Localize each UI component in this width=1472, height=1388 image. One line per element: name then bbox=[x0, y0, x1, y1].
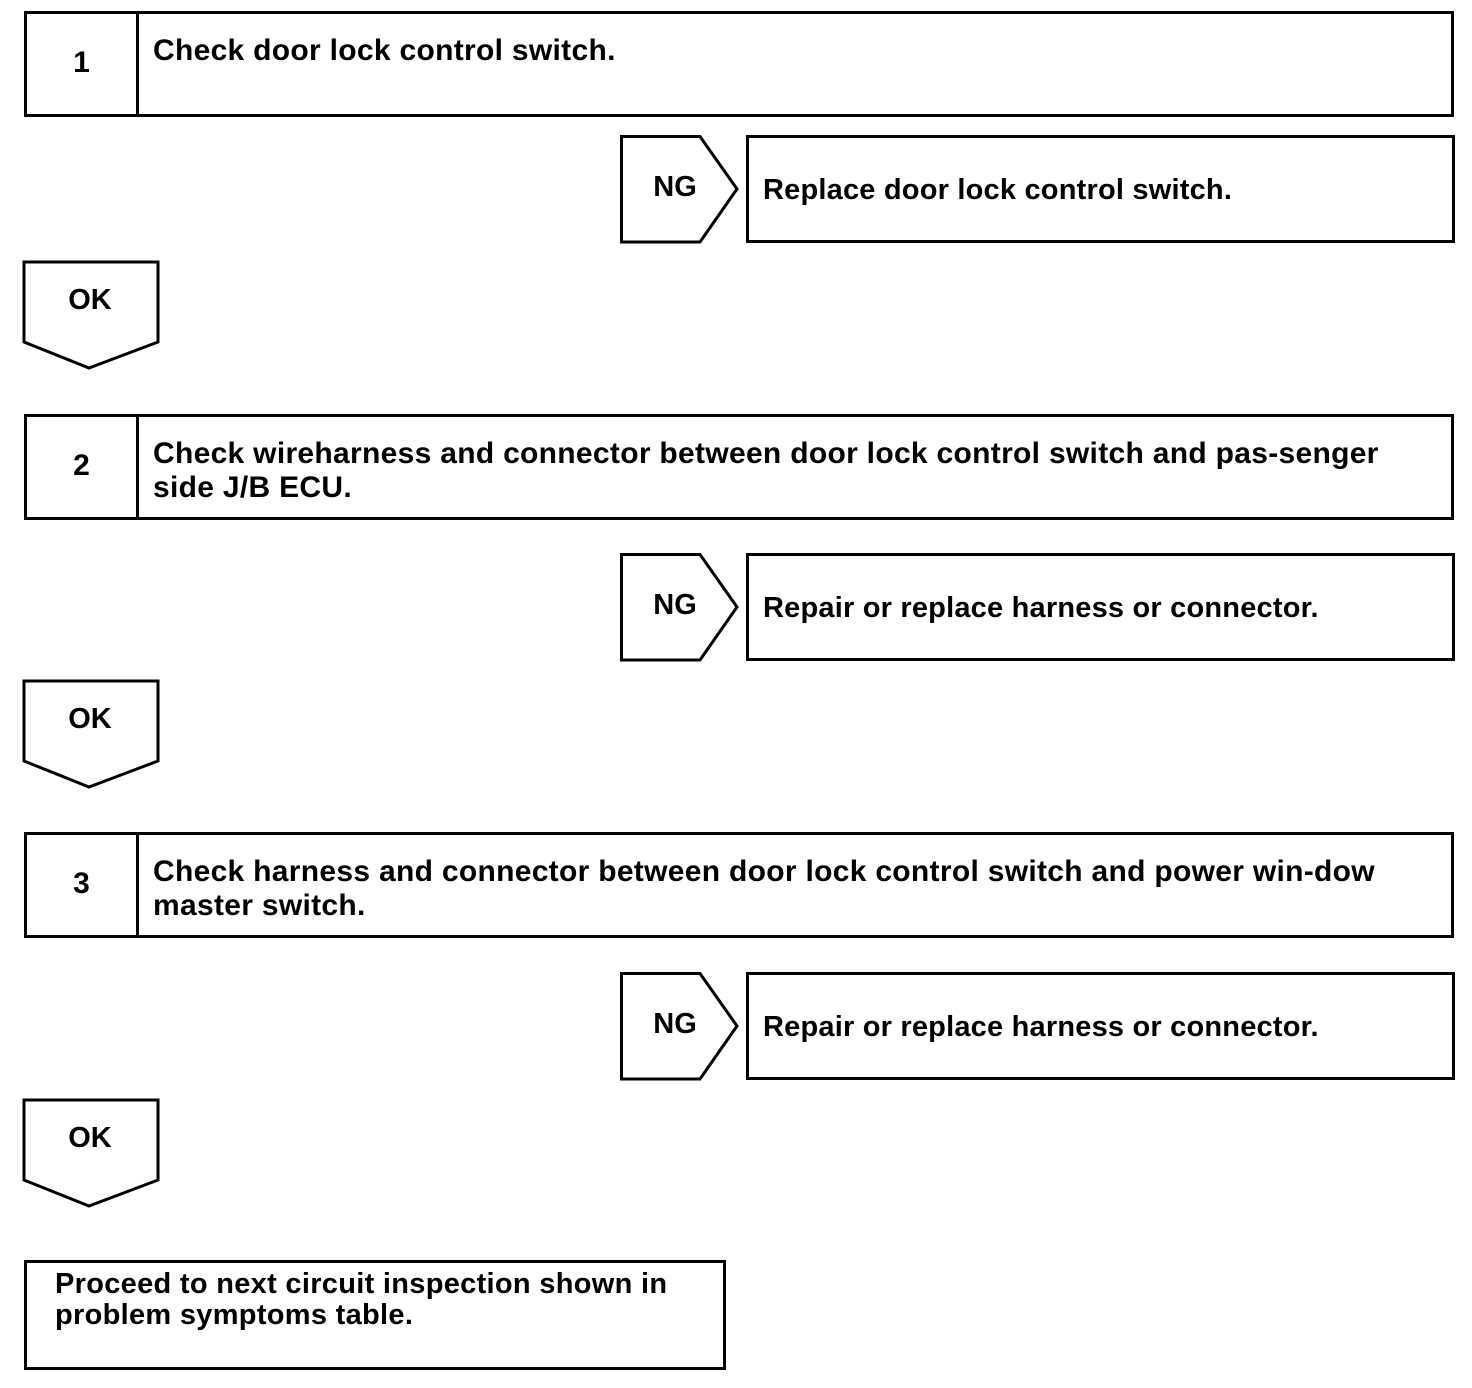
ng-label: NG bbox=[653, 589, 697, 621]
step-description: Check door lock control switch. bbox=[153, 34, 616, 67]
ng-arrow-shape bbox=[620, 553, 739, 662]
ng-result-box: Repair or replace harness or connector. bbox=[746, 972, 1455, 1080]
ng-result-text: Replace door lock control switch. bbox=[763, 174, 1233, 206]
step-number: 2 bbox=[27, 417, 139, 517]
final-action-box: Proceed to next circuit inspection shown… bbox=[24, 1260, 726, 1370]
ok-arrow-tag: OK bbox=[22, 1098, 162, 1210]
ng-result-text: Repair or replace harness or connector. bbox=[763, 1011, 1319, 1043]
ng-arrow-shape bbox=[620, 972, 739, 1081]
ng-result-text: Repair or replace harness or connector. bbox=[763, 592, 1319, 624]
ng-arrow-tag: NG bbox=[620, 553, 740, 663]
ng-arrow-shape bbox=[620, 135, 739, 244]
step-1-box: 1 Check door lock control switch. bbox=[24, 11, 1454, 117]
ok-arrow-shape bbox=[22, 1098, 160, 1208]
ng-result-box: Replace door lock control switch. bbox=[746, 135, 1455, 243]
step-description: Check harness and connector between door… bbox=[153, 855, 1375, 922]
step-number: 1 bbox=[27, 14, 139, 114]
ok-arrow-shape bbox=[22, 260, 160, 370]
ng-arrow-tag: NG bbox=[620, 135, 740, 245]
ok-label: OK bbox=[68, 1122, 112, 1154]
step-2-box: 2 Check wireharness and connector betwee… bbox=[24, 414, 1454, 520]
ng-arrow-tag: NG bbox=[620, 972, 740, 1082]
ok-label: OK bbox=[68, 284, 112, 316]
step-number: 3 bbox=[27, 835, 139, 935]
ok-arrow-shape bbox=[22, 679, 160, 789]
ok-arrow-tag: OK bbox=[22, 679, 162, 791]
step-3-box: 3 Check harness and connector between do… bbox=[24, 832, 1454, 938]
ok-label: OK bbox=[68, 703, 112, 735]
ng-result-box: Repair or replace harness or connector. bbox=[746, 553, 1455, 661]
ok-arrow-tag: OK bbox=[22, 260, 162, 372]
step-description: Check wireharness and connector between … bbox=[153, 437, 1379, 504]
ng-label: NG bbox=[653, 171, 697, 203]
ng-label: NG bbox=[653, 1008, 697, 1040]
final-action-text: Proceed to next circuit inspection shown… bbox=[55, 1268, 668, 1331]
